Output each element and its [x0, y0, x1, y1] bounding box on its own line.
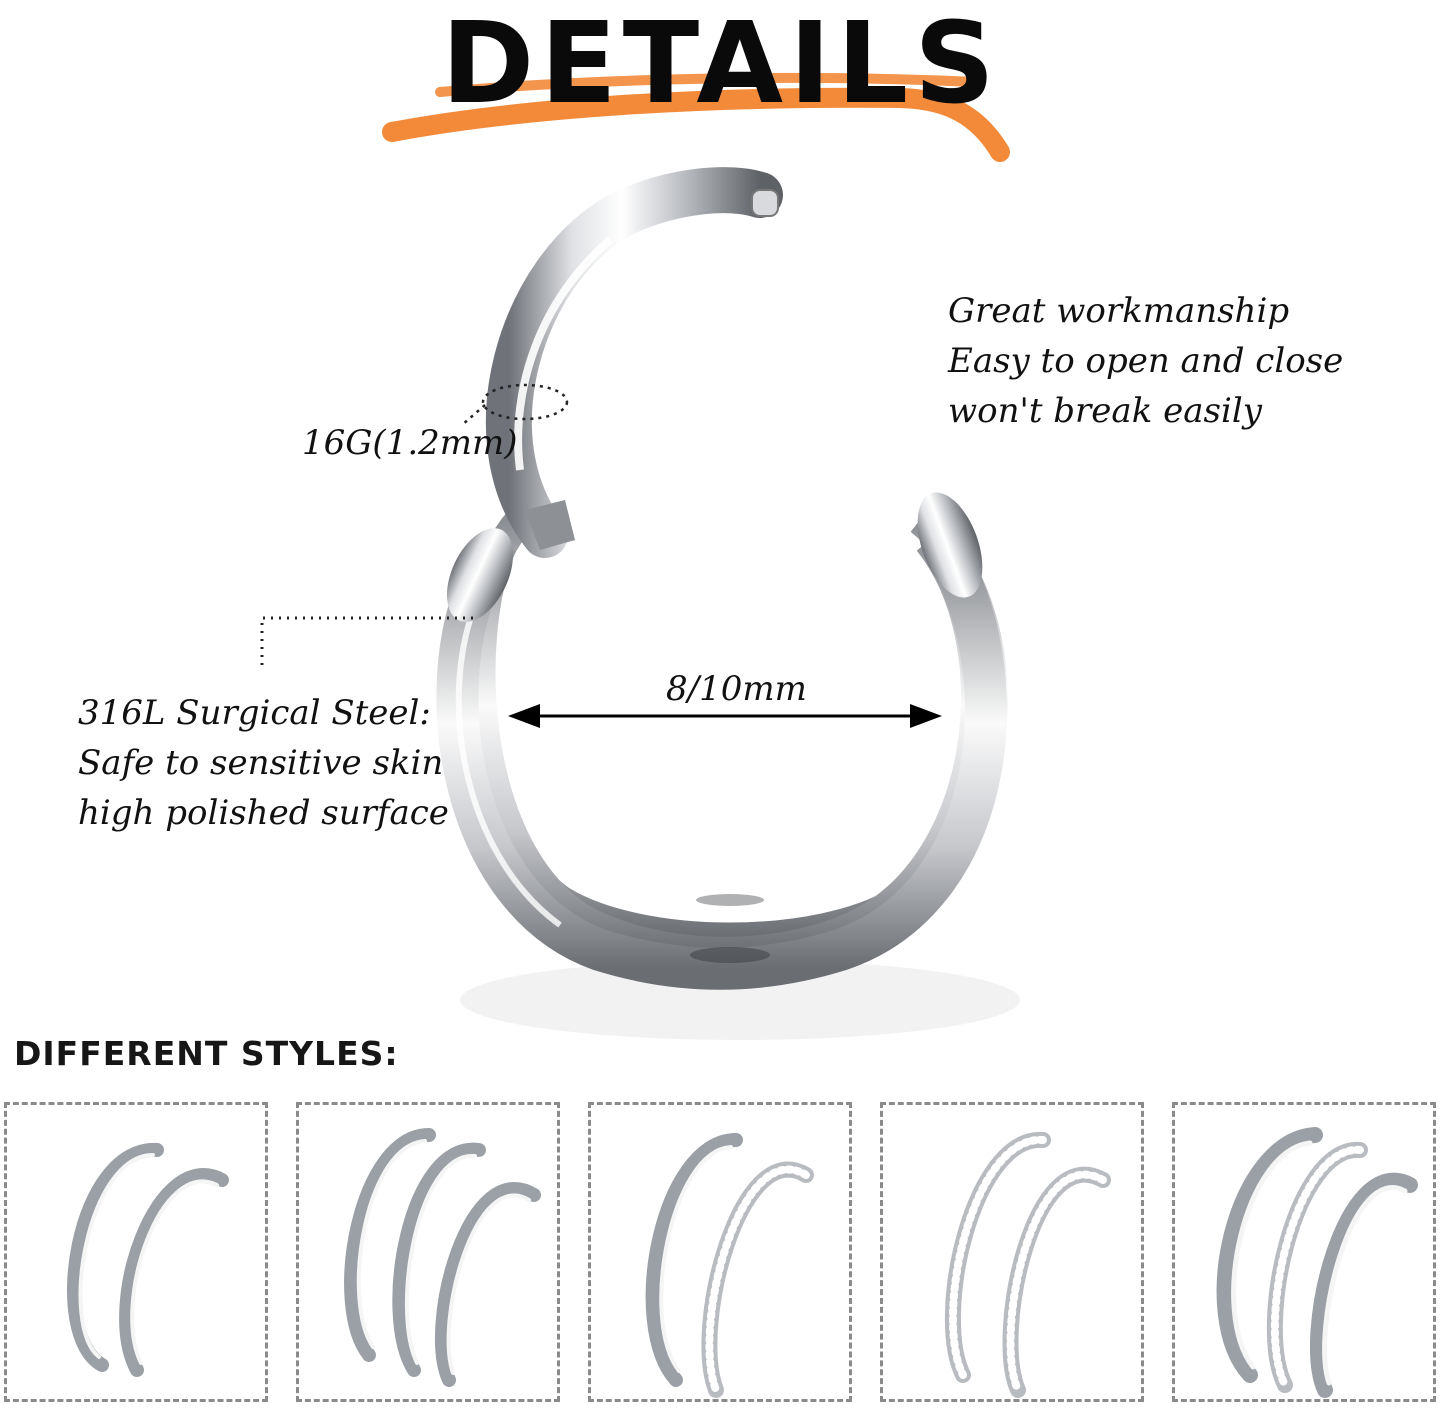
style-tile-2[interactable] — [296, 1102, 560, 1402]
style-tile-1[interactable] — [4, 1102, 268, 1402]
double-ring-icon — [67, 1142, 229, 1377]
triple-ring-icon — [344, 1128, 541, 1387]
hinged-ring-image — [260, 167, 1020, 1040]
material-line: high polished surface — [78, 793, 449, 833]
styles-heading: DIFFERENT STYLES: — [14, 1034, 399, 1073]
style-tile-5[interactable] — [1172, 1102, 1436, 1402]
feature-line: Great workmanship — [948, 291, 1290, 331]
style-tile-3[interactable] — [588, 1102, 852, 1402]
material-line: Safe to sensitive skin — [78, 743, 444, 783]
material-list: 316L Surgical Steel: Safe to sensitive s… — [78, 688, 449, 838]
double-gem-band-ring-icon — [944, 1132, 1111, 1398]
feature-line: won't break easily — [948, 391, 1262, 431]
ring-with-gem-band-icon — [645, 1133, 814, 1398]
features-list: Great workmanship Easy to open and close… — [948, 286, 1343, 436]
page-title: DETAILS — [441, 0, 1001, 129]
material-line: 316L Surgical Steel: — [78, 693, 431, 733]
feature-line: Easy to open and close — [948, 341, 1344, 381]
diameter-label: 8/10mm — [666, 669, 807, 709]
ring-gem-band-ring-icon — [1216, 1127, 1418, 1398]
title-underline — [382, 72, 1010, 162]
gauge-label: 16G(1.2mm) — [302, 423, 518, 463]
style-tile-4[interactable] — [880, 1102, 1144, 1402]
